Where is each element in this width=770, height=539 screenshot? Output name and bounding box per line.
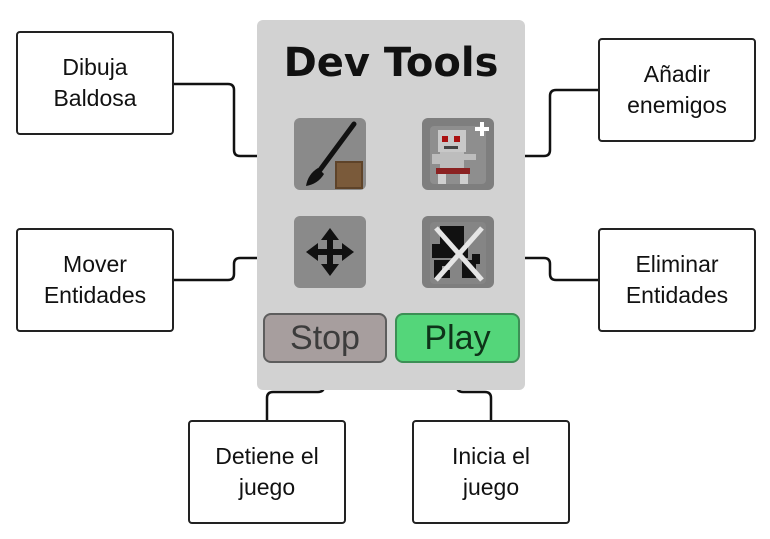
draw-tile-button[interactable] <box>294 118 366 190</box>
play-button[interactable]: Play <box>395 313 520 363</box>
zombie-crossed-icon <box>430 222 486 284</box>
arrow-dibuja <box>174 82 290 161</box>
callout-draw-tile-label: Dibuja Baldosa <box>53 54 137 111</box>
callout-stop-game-label: Detiene el juego <box>215 443 319 500</box>
add-enemy-button[interactable] <box>422 118 494 190</box>
arrow-eliminar <box>498 253 598 282</box>
paintbrush-tile-icon <box>306 121 363 189</box>
callout-stop-game: Detiene el juego <box>188 420 346 524</box>
callout-start-game-label: Inicia el juego <box>452 443 530 500</box>
callout-add-enemies-label: Añadir enemigos <box>627 61 727 118</box>
zombie-add-icon <box>430 122 489 184</box>
arrow-mover <box>174 253 290 282</box>
callout-move-entities-label: Mover Entidades <box>43 251 147 308</box>
arrow-anadir <box>498 88 598 161</box>
panel-title: Dev Tools <box>283 40 499 86</box>
stop-button[interactable]: Stop <box>263 313 387 363</box>
callout-delete-entities-label: Eliminar Entidades <box>625 251 729 308</box>
callout-start-game: Inicia el juego <box>412 420 570 524</box>
callout-delete-entities: Eliminar Entidades <box>598 228 756 332</box>
callout-add-enemies: Añadir enemigos <box>598 38 756 142</box>
move-entities-button[interactable] <box>294 216 366 288</box>
move-arrows-icon <box>306 228 354 276</box>
callout-draw-tile: Dibuja Baldosa <box>16 31 174 135</box>
callout-move-entities: Mover Entidades <box>16 228 174 332</box>
delete-entities-button[interactable] <box>422 216 494 288</box>
